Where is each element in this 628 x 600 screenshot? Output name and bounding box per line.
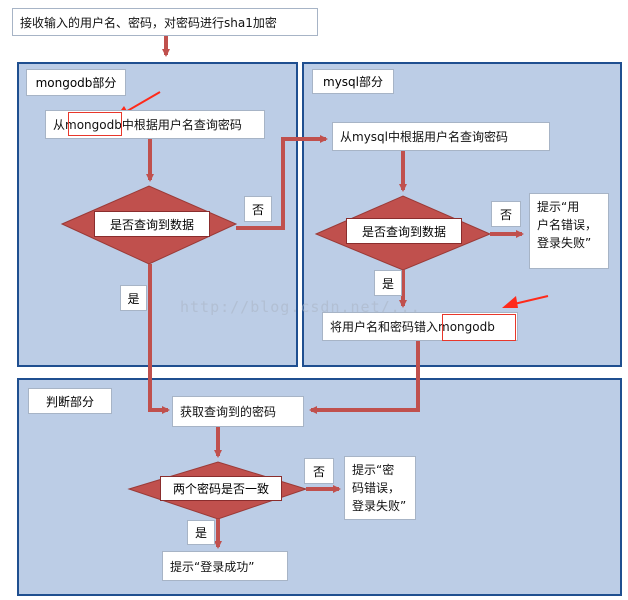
mongodb-no-label: 否	[244, 196, 272, 222]
mysql-yes-label: 是	[374, 270, 402, 296]
mysql-no-label: 否	[491, 201, 521, 227]
mysql-region-title: mysql部分	[312, 69, 394, 94]
watermark: http://blog.csdn.net/...	[180, 298, 421, 316]
mysql-highlight-frame	[442, 314, 516, 341]
pointer-arrow-mysql	[502, 295, 549, 308]
judge-no-label: 否	[304, 458, 334, 484]
mysql-query-box: 从mysql中根据用户名查询密码	[332, 122, 550, 151]
arrow-insert-to-get	[309, 341, 420, 414]
mongodb-highlight-frame	[68, 112, 122, 136]
mysql-decision-label: 是否查询到数据	[346, 218, 462, 244]
start-process-box: 接收输入的用户名、密码，对密码进行sha1加密	[12, 8, 318, 36]
arrow-mongodb-yes-to-get	[148, 264, 170, 414]
judge-yes-label: 是	[187, 520, 215, 545]
mongodb-region-title: mongodb部分	[26, 69, 126, 96]
get-password-box: 获取查询到的密码	[172, 396, 304, 427]
mysql-insert-box: 将用户名和密码错入mongodb	[322, 312, 518, 341]
judge-error-box: 提示“密 码错误， 登录失败”	[344, 456, 416, 520]
mongodb-yes-label: 是	[120, 285, 147, 311]
mongodb-decision-label: 是否查询到数据	[94, 211, 210, 237]
mysql-error-box: 提示“用 户名错误， 登录失败”	[529, 193, 609, 269]
arrow-mongodb-no-to-mysql	[236, 135, 328, 230]
judge-region-title: 判断部分	[28, 388, 112, 414]
mongodb-query-box: 从mongodb中根据用户名查询密码	[45, 110, 265, 139]
login-success-box: 提示“登录成功”	[162, 551, 288, 581]
judge-decision-label: 两个密码是否一致	[160, 476, 282, 501]
